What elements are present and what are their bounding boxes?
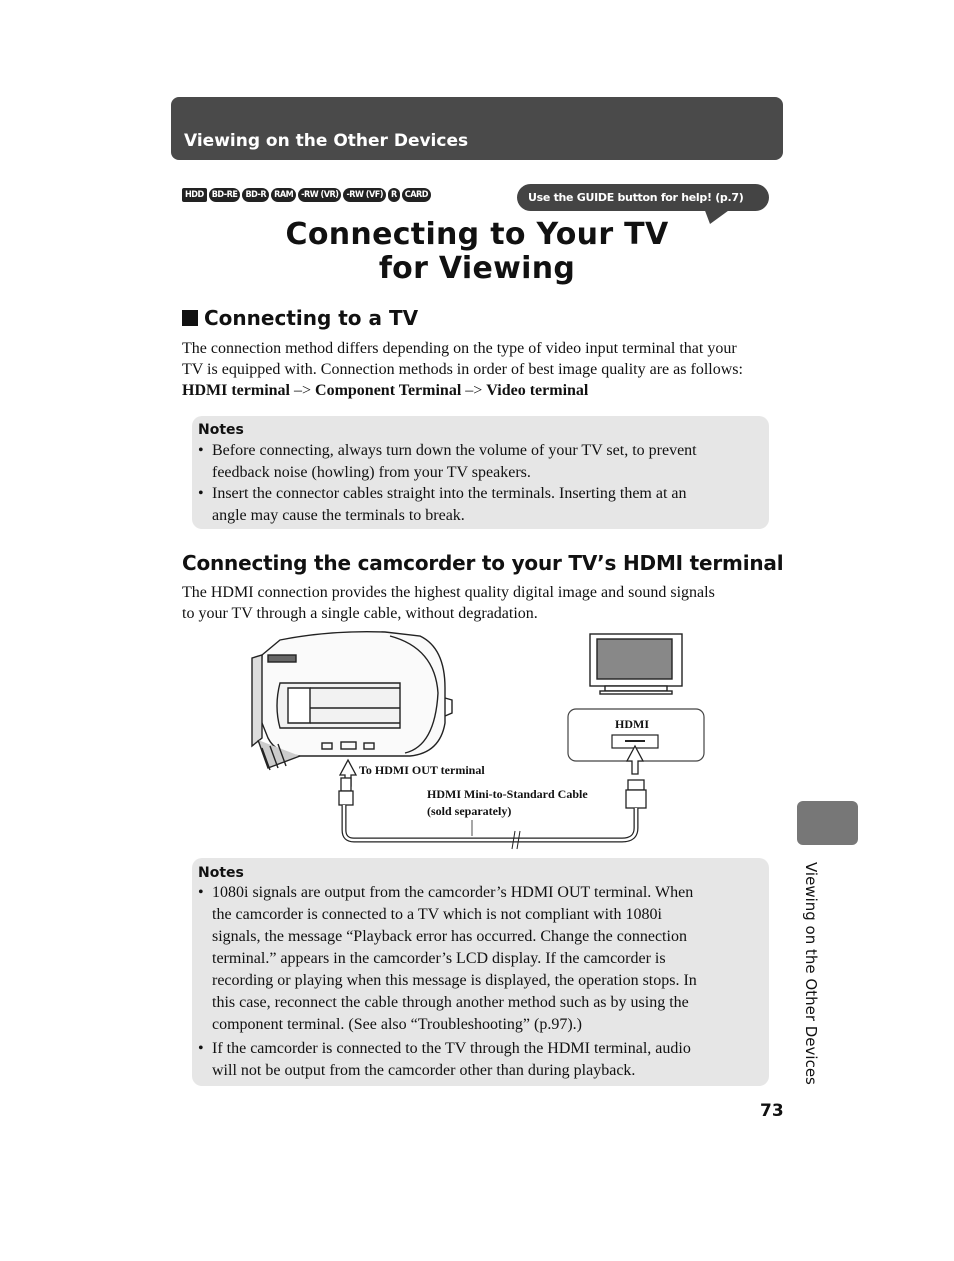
note-line: Insert the connector cables straight int… <box>212 485 687 502</box>
paragraph-line: The HDMI connection provides the highest… <box>182 584 715 601</box>
note-line: Before connecting, always turn down the … <box>212 442 697 459</box>
to-hdmi-out-label: To HDMI OUT terminal <box>359 763 485 777</box>
note-item: If the camcorder is connected to the TV … <box>193 1038 765 1082</box>
note-line: the camcorder is connected to a TV which… <box>212 906 662 923</box>
notes-box-1: Notes Before connecting, always turn dow… <box>192 416 769 529</box>
media-badge-ram: RAM <box>271 188 297 202</box>
tv-hdmi-label: HDMI <box>615 717 649 731</box>
guide-hint-bubble: Use the GUIDE button for help! (p.7) <box>517 184 769 211</box>
note-line: this case, reconnect the cable through a… <box>212 994 689 1011</box>
section-heading-hdmi: Connecting the camcorder to your TV’s HD… <box>182 551 784 575</box>
page-title: Connecting to Your TV for Viewing <box>150 218 804 286</box>
note-line: signals, the message “Playback error has… <box>212 928 687 945</box>
note-line: 1080i signals are output from the camcor… <box>212 884 694 901</box>
media-badge-bd-r: BD-R <box>242 188 270 202</box>
order-arrow: –> <box>461 382 487 399</box>
chapter-side-tab <box>797 801 858 845</box>
cable-label-line: HDMI Mini-to-Standard Cable <box>427 787 588 801</box>
media-badges: HDD BD-RE BD-R RAM -RW (VR) -RW (VF) R C… <box>182 188 431 202</box>
note-line: If the camcorder is connected to the TV … <box>212 1040 691 1057</box>
media-badge-bd-re: BD-RE <box>208 188 241 202</box>
media-badge-hdd: HDD <box>182 188 207 202</box>
order-component: Component Terminal <box>315 382 462 399</box>
camcorder-illustration <box>251 630 453 771</box>
media-badge-rw-vr: -RW (VR) <box>298 188 342 202</box>
paragraph-line: to your TV through a single cable, witho… <box>182 605 538 622</box>
section1-paragraph: The connection method differs depending … <box>182 338 782 401</box>
note-line: angle may cause the terminals to break. <box>212 506 465 524</box>
section-heading-connecting-to-tv: Connecting to a TV <box>182 306 418 330</box>
chapter-header-title: Viewing on the Other Devices <box>184 131 469 151</box>
paragraph-line: The connection method differs depending … <box>182 340 737 357</box>
chapter-header-bar <box>171 97 783 160</box>
page-number: 73 <box>760 1101 784 1121</box>
guide-bubble-tail <box>704 208 732 224</box>
arrow-up-icon <box>625 744 645 775</box>
media-badge-rw-vf: -RW (VF) <box>343 188 386 202</box>
section2-paragraph: The HDMI connection provides the highest… <box>182 582 782 624</box>
notes-box-2: Notes 1080i signals are output from the … <box>192 858 769 1086</box>
media-badge-card: CARD <box>401 188 431 202</box>
notes-title: Notes <box>198 422 244 438</box>
note-item: Before connecting, always turn down the … <box>193 440 763 483</box>
notes-title: Notes <box>198 865 244 881</box>
order-video: Video terminal <box>486 382 589 399</box>
cable-label-line: (sold separately) <box>427 804 512 818</box>
chapter-side-label: Viewing on the Other Devices <box>784 862 824 1112</box>
hdmi-connection-diagram <box>251 630 705 850</box>
note-line: will not be output from the camcorder ot… <box>212 1062 636 1079</box>
note-line: feedback noise (howling) from your TV sp… <box>212 463 531 481</box>
square-bullet-icon <box>182 310 198 326</box>
note-line: component terminal. (See also “Troublesh… <box>212 1016 582 1033</box>
notes-list: Before connecting, always turn down the … <box>193 440 763 526</box>
section-heading-text: Connecting to a TV <box>204 306 419 330</box>
chapter-side-label-text: Viewing on the Other Devices <box>802 862 820 1085</box>
page-title-line-2: for Viewing <box>378 251 576 286</box>
connection-order: HDMI terminal –> Component Terminal –> V… <box>182 380 782 401</box>
note-line: recording or playing when this message i… <box>212 972 697 989</box>
page-title-line-1: Connecting to Your TV <box>285 217 669 252</box>
tv-illustration <box>589 633 683 695</box>
note-item: Insert the connector cables straight int… <box>193 483 763 526</box>
cable-label: HDMI Mini-to-Standard Cable (sold separa… <box>427 786 588 820</box>
media-badge-r: R <box>388 188 400 202</box>
order-hdmi: HDMI terminal <box>182 382 290 399</box>
order-arrow: –> <box>289 382 316 399</box>
note-item: 1080i signals are output from the camcor… <box>193 882 765 1036</box>
notes-list: 1080i signals are output from the camcor… <box>193 882 765 1082</box>
note-line: terminal.” appears in the camcorder’s LC… <box>212 950 666 967</box>
paragraph-line: TV is equipped with. Connection methods … <box>182 361 743 378</box>
